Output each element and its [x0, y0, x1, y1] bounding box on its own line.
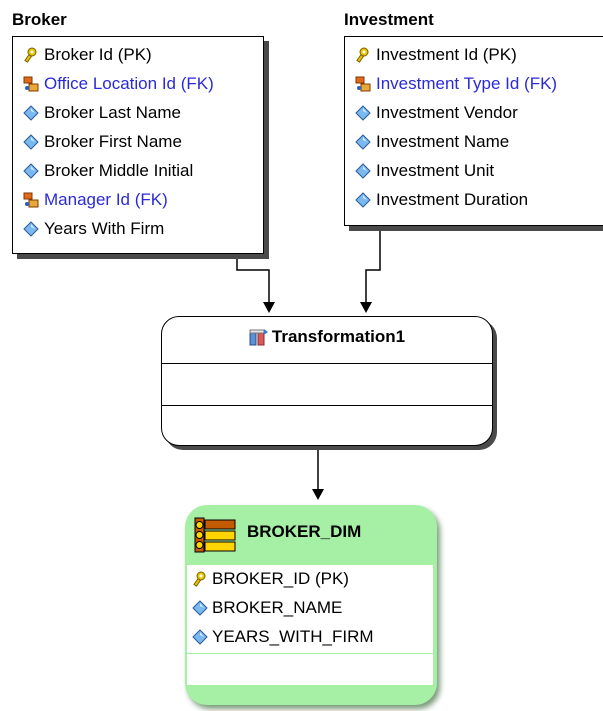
diamond-icon — [23, 134, 39, 150]
investment-attribute-label: Investment Name — [376, 132, 510, 151]
foreign-key-icon — [355, 76, 371, 92]
investment-to-transformation-line — [365, 224, 381, 305]
broker-to-transformation-line — [236, 252, 270, 305]
broker-dim-divider — [187, 653, 433, 654]
broker-attribute-label: Manager Id (FK) — [44, 190, 168, 209]
broker-dim-attribute-label: BROKER_ID (PK) — [212, 569, 349, 588]
broker-attribute-row[interactable]: Years With Firm — [23, 217, 164, 241]
broker-attribute-label: Broker Middle Initial — [44, 161, 194, 180]
broker-attribute-label: Broker First Name — [44, 132, 182, 151]
diamond-icon — [355, 192, 371, 208]
broker-attribute-label: Office Location Id (FK) — [44, 74, 214, 93]
investment-attribute-row[interactable]: Investment Duration — [355, 188, 528, 212]
foreign-key-icon — [23, 76, 39, 92]
broker-dim-title: BROKER_DIM — [247, 522, 362, 541]
investment-attribute-label: Investment Unit — [376, 161, 495, 180]
investment-attribute-row[interactable]: Investment Type Id (FK) — [355, 72, 557, 96]
broker-attribute-row[interactable]: Broker Middle Initial — [23, 159, 193, 183]
broker-attribute-row[interactable]: Broker Last Name — [23, 101, 181, 125]
broker-dim-attribute-label: BROKER_NAME — [212, 598, 343, 617]
foreign-key-icon — [23, 192, 39, 208]
key-icon — [192, 571, 208, 587]
transformation-title: Transformation1 — [271, 327, 406, 346]
investment-attribute-row[interactable]: Investment Vendor — [355, 101, 518, 125]
investment-attribute-label: Investment Vendor — [376, 103, 518, 122]
arrowhead-broker — [263, 302, 275, 313]
broker-attribute-row[interactable]: Manager Id (FK) — [23, 188, 168, 212]
arrowhead-dim — [312, 489, 324, 500]
table-icon — [193, 516, 237, 554]
key-icon — [23, 47, 39, 63]
transformation-icon — [249, 328, 269, 346]
broker-attribute-row[interactable]: Broker Id (PK) — [23, 43, 152, 67]
broker-entity-title: Broker — [12, 10, 67, 29]
investment-attribute-row[interactable]: Investment Unit — [355, 159, 494, 183]
transformation-header: Transformation1 — [162, 327, 492, 347]
broker-attribute-row[interactable]: Broker First Name — [23, 130, 182, 154]
transformation-node[interactable]: Transformation1 — [161, 316, 493, 446]
broker-dim-attribute-row[interactable]: BROKER_ID (PK) — [192, 567, 349, 591]
transformation-divider — [162, 405, 492, 406]
transformation-divider — [162, 363, 492, 364]
investment-attribute-row[interactable]: Investment Id (PK) — [355, 43, 517, 67]
diamond-icon — [355, 163, 371, 179]
broker-attribute-row[interactable]: Office Location Id (FK) — [23, 72, 214, 96]
broker-attribute-label: Broker Id (PK) — [44, 45, 152, 64]
investment-attribute-label: Investment Id (PK) — [376, 45, 517, 64]
arrowhead-investment — [360, 302, 372, 313]
key-icon — [355, 47, 371, 63]
broker-dim-body — [187, 565, 433, 685]
diamond-icon — [192, 600, 208, 616]
diamond-icon — [23, 105, 39, 121]
diamond-icon — [23, 221, 39, 237]
diamond-icon — [192, 629, 208, 645]
investment-attribute-label: Investment Duration — [376, 190, 529, 209]
broker-dim-attribute-row[interactable]: YEARS_WITH_FIRM — [192, 625, 374, 649]
investment-entity-title: Investment — [344, 10, 434, 29]
broker-entity[interactable]: Broker Id (PK) Office Location Id (FK) Bro… — [12, 36, 264, 254]
investment-attribute-label: Investment Type Id (FK) — [376, 74, 558, 93]
diamond-icon — [355, 134, 371, 150]
investment-attribute-row[interactable]: Investment Name — [355, 130, 509, 154]
diamond-icon — [355, 105, 371, 121]
broker-dim-attribute-row[interactable]: BROKER_NAME — [192, 596, 342, 620]
diamond-icon — [23, 163, 39, 179]
broker-attribute-label: Broker Last Name — [44, 103, 181, 122]
broker-attribute-label: Years With Firm — [44, 219, 165, 238]
investment-entity[interactable]: Investment Id (PK) Investment Type Id (FK… — [344, 36, 603, 226]
broker-dim-attribute-label: YEARS_WITH_FIRM — [212, 627, 374, 646]
